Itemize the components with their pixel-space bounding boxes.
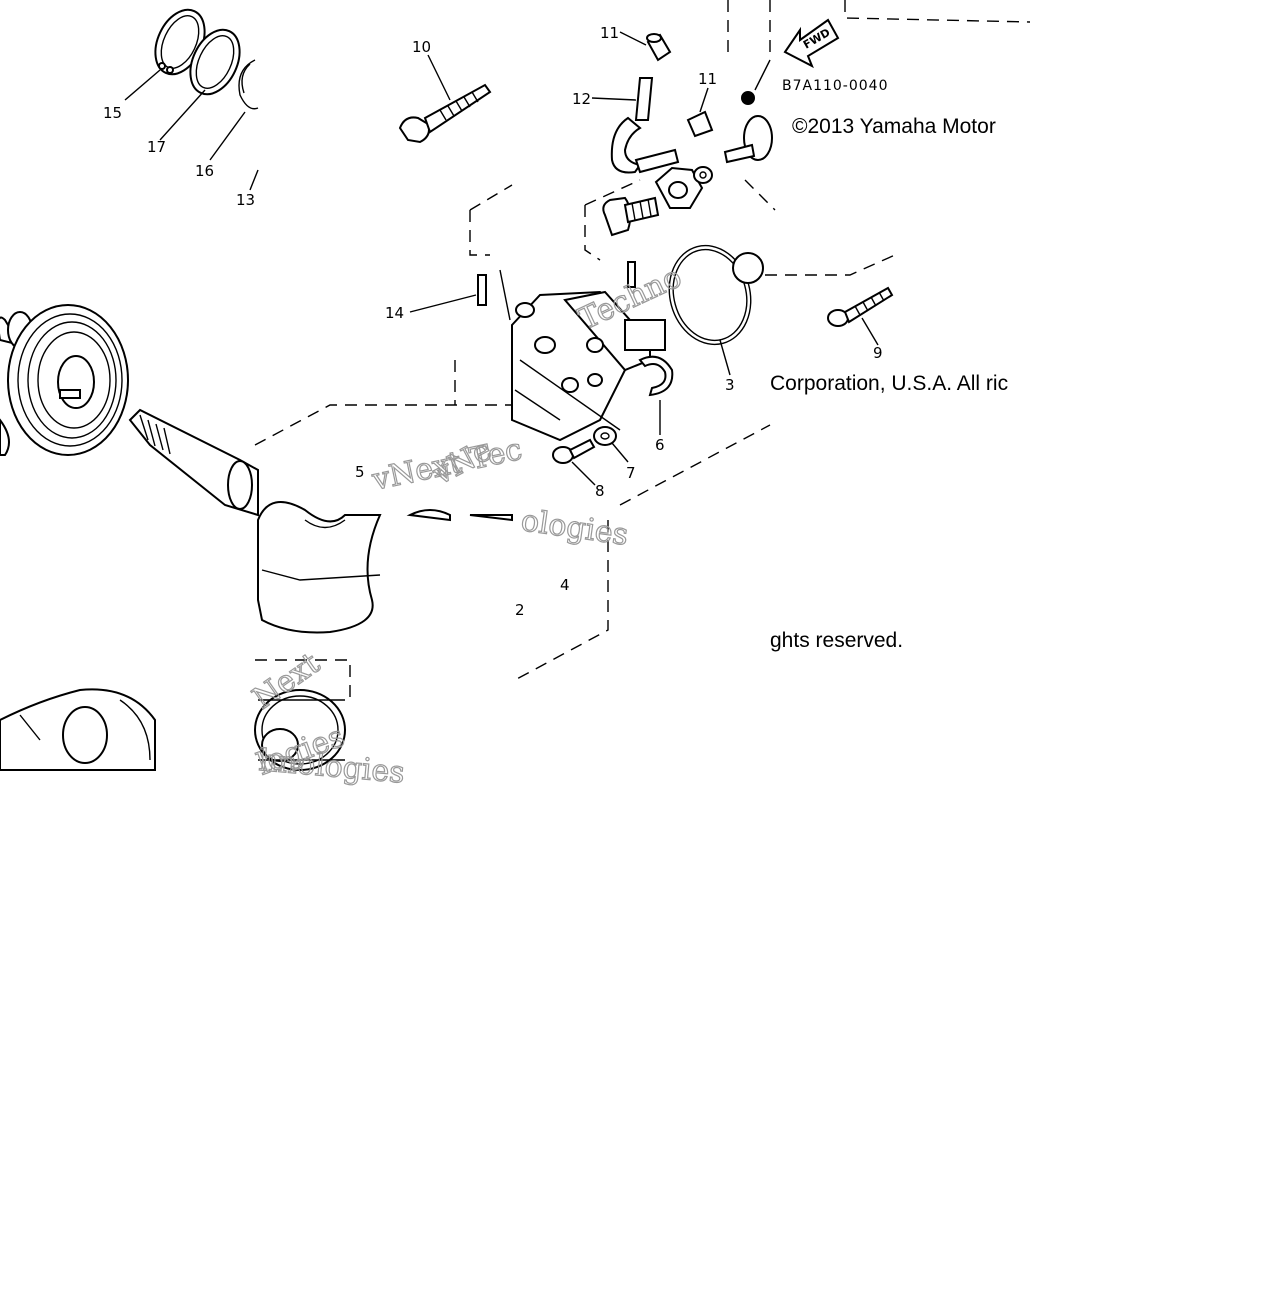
part-label-8: 8 xyxy=(595,482,605,500)
hose-part-12 xyxy=(591,77,680,174)
gear-fragment xyxy=(254,689,346,771)
ring-part-17 xyxy=(189,28,241,96)
part-label-3: 3 xyxy=(725,376,735,394)
cover-part-5 xyxy=(257,501,513,634)
hex-nut xyxy=(654,166,713,209)
watermark-fragment-7: hnologies xyxy=(257,743,406,791)
diagram-code: B7A110-0040 xyxy=(782,78,889,94)
fitting-part-11-right xyxy=(686,87,714,138)
part-label-12: 12 xyxy=(572,90,591,108)
part-label-6: 6 xyxy=(655,436,665,454)
part-label-14: 14 xyxy=(385,304,404,322)
part-label-9: 9 xyxy=(873,344,883,362)
copyright-fragment-1: ©2013 Yamaha Motor xyxy=(792,115,996,138)
copyright-fragment-3: ghts reserved. xyxy=(770,629,903,652)
bolt-part-8 xyxy=(552,438,596,486)
circlip-part-6 xyxy=(638,355,674,435)
part-label-7: 7 xyxy=(626,464,636,482)
part-label-10: 10 xyxy=(412,38,431,56)
screw-part-9 xyxy=(827,286,894,346)
part-label-15: 15 xyxy=(103,104,122,122)
tapered-shaft xyxy=(128,408,259,517)
pump-body xyxy=(499,269,666,442)
part-label-4: 4 xyxy=(560,576,570,594)
right-cap xyxy=(723,59,773,284)
banjo-bolt xyxy=(602,196,660,237)
washer-part-7 xyxy=(593,426,629,463)
part-labels: 2 3 4 5 6 7 8 9 10 11 11 12 13 14 15 16 … xyxy=(103,24,883,619)
part-label-2: 2 xyxy=(515,601,525,619)
dowel-part-14 xyxy=(409,261,636,313)
pulley-assembly xyxy=(0,304,129,456)
housing-fragment-bottom-left xyxy=(0,688,156,771)
fitting-part-11-top xyxy=(619,31,672,62)
part-label-13: 13 xyxy=(236,191,255,209)
dashed-boundaries xyxy=(254,0,1031,700)
part-label-16: 16 xyxy=(195,162,214,180)
part-label-5: 5 xyxy=(355,463,365,481)
o-ring-part-3 xyxy=(668,244,752,376)
bolt-part-10 xyxy=(398,54,492,144)
fwd-arrow-icon: FWD xyxy=(783,18,840,69)
watermark-fragment-4: ologies xyxy=(519,503,630,553)
clip-part-16 xyxy=(238,59,259,110)
part-label-11-top: 11 xyxy=(600,24,619,42)
leader-lines-top-left xyxy=(124,69,259,191)
part-label-17: 17 xyxy=(147,138,166,156)
copyright-fragment-2: Corporation, U.S.A. All ric xyxy=(770,372,1008,395)
part-label-11-right: 11 xyxy=(698,70,717,88)
